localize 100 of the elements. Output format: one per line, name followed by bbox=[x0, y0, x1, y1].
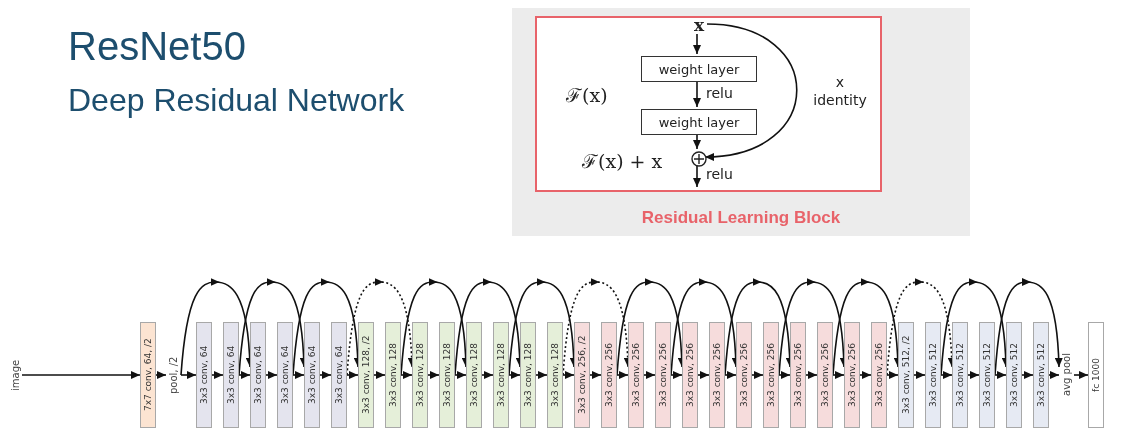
layer-box: 3x3 conv, 512 bbox=[925, 322, 941, 428]
arrow bbox=[643, 371, 656, 379]
layer-box: 3x3 conv, 64 bbox=[331, 322, 347, 428]
arrow bbox=[427, 371, 440, 379]
layer-box: 3x3 conv, 128 bbox=[412, 322, 428, 428]
skip-arrow bbox=[562, 278, 629, 376]
skip-arrow bbox=[886, 278, 953, 376]
layer-box: 3x3 conv, 64 bbox=[304, 322, 320, 428]
layer-label: pool, /2 bbox=[166, 322, 181, 428]
arrow bbox=[994, 371, 1007, 379]
block-frame bbox=[535, 16, 882, 192]
edge-label: relu bbox=[704, 166, 735, 182]
arrow bbox=[373, 371, 386, 379]
skip-arrow bbox=[940, 278, 1007, 376]
layer-label: avg pool bbox=[1059, 322, 1074, 428]
layer-box: 3x3 conv, 128 bbox=[493, 322, 509, 428]
skip-arrow bbox=[508, 278, 575, 376]
arrow bbox=[724, 371, 737, 379]
layer-box: 3x3 conv, 64 bbox=[277, 322, 293, 428]
layer-box: 3x3 conv, 128, /2 bbox=[358, 322, 374, 428]
arrow bbox=[346, 371, 359, 379]
subtitle: Deep Residual Network bbox=[68, 82, 405, 119]
arrow bbox=[400, 371, 413, 379]
arrow bbox=[21, 371, 141, 379]
arrow bbox=[693, 33, 701, 55]
arrow bbox=[805, 371, 818, 379]
layer-box: 3x3 conv, 512, /2 bbox=[898, 322, 914, 428]
arrow bbox=[670, 371, 683, 379]
layer-box: 3x3 conv, 256 bbox=[655, 322, 671, 428]
arrow bbox=[693, 79, 701, 108]
arrow bbox=[751, 371, 764, 379]
layer-box: 3x3 conv, 128 bbox=[547, 322, 563, 428]
arrow bbox=[265, 371, 278, 379]
arrow bbox=[454, 371, 467, 379]
skip-arrow bbox=[400, 278, 467, 376]
layer-box: weight layer bbox=[641, 109, 757, 135]
layer-box: 3x3 conv, 256 bbox=[817, 322, 833, 428]
skip-arrow bbox=[832, 278, 899, 376]
layer-box: 3x3 conv, 512 bbox=[979, 322, 995, 428]
layer-label: image bbox=[8, 322, 22, 428]
arrow bbox=[940, 371, 953, 379]
layer-box: weight layer bbox=[641, 56, 757, 82]
layer-box: 3x3 conv, 256, /2 bbox=[574, 322, 590, 428]
layer-box: 3x3 conv, 64 bbox=[223, 322, 239, 428]
layer-box: fc 1000 bbox=[1088, 322, 1104, 428]
layer-box: 3x3 conv, 256 bbox=[871, 322, 887, 428]
arrow bbox=[697, 371, 710, 379]
layer-box: 3x3 conv, 512 bbox=[1033, 322, 1049, 428]
arrow bbox=[481, 371, 494, 379]
arrow bbox=[616, 371, 629, 379]
layer-box: 3x3 conv, 256 bbox=[790, 322, 806, 428]
skip-arrow bbox=[454, 278, 521, 376]
layer-box: 3x3 conv, 128 bbox=[385, 322, 401, 428]
layer-box: 3x3 conv, 256 bbox=[763, 322, 779, 428]
sum-symbol bbox=[691, 151, 707, 167]
formula-label: ℱ(x) bbox=[566, 83, 608, 108]
skip-arrow bbox=[238, 278, 305, 376]
arrow bbox=[886, 371, 899, 379]
layer-box: 3x3 conv, 128 bbox=[520, 322, 536, 428]
arrow bbox=[180, 371, 197, 379]
arrow bbox=[693, 132, 701, 150]
skip-arrow bbox=[724, 278, 791, 376]
layer-box: 3x3 conv, 64 bbox=[196, 322, 212, 428]
arrow bbox=[1048, 371, 1060, 379]
layer-box: 3x3 conv, 64 bbox=[250, 322, 266, 428]
arrow bbox=[778, 371, 791, 379]
arrow bbox=[913, 371, 926, 379]
layer-box: 7x7 conv, 64, /2 bbox=[140, 322, 156, 428]
formula-label: ℱ(x) + x bbox=[582, 149, 663, 174]
input-variable: x bbox=[689, 16, 709, 36]
arrow bbox=[238, 371, 251, 379]
skip-arrow bbox=[994, 278, 1063, 376]
layer-box: 3x3 conv, 256 bbox=[601, 322, 617, 428]
layer-box: 3x3 conv, 256 bbox=[844, 322, 860, 428]
arrow bbox=[155, 371, 167, 379]
skip-arrow bbox=[346, 278, 413, 376]
panel-title: Residual Learning Block bbox=[641, 208, 841, 228]
arrow bbox=[832, 371, 845, 379]
layer-box: 3x3 conv, 256 bbox=[709, 322, 725, 428]
arrow bbox=[562, 371, 575, 379]
arrow bbox=[319, 371, 332, 379]
arrow bbox=[967, 371, 980, 379]
layer-box: 3x3 conv, 256 bbox=[682, 322, 698, 428]
title: ResNet50 bbox=[68, 24, 246, 69]
arrow bbox=[535, 371, 548, 379]
figure-panel bbox=[512, 8, 970, 236]
skip-arrow bbox=[778, 278, 845, 376]
skip-arrow bbox=[292, 278, 359, 376]
layer-box: 3x3 conv, 256 bbox=[736, 322, 752, 428]
arrow bbox=[704, 23, 798, 161]
layer-box: 3x3 conv, 512 bbox=[1006, 322, 1022, 428]
skip-arrow bbox=[180, 278, 251, 376]
layer-box: 3x3 conv, 128 bbox=[439, 322, 455, 428]
arrow bbox=[693, 164, 701, 188]
arrow bbox=[859, 371, 872, 379]
arrow bbox=[1021, 371, 1034, 379]
arrow bbox=[508, 371, 521, 379]
skip-arrow bbox=[670, 278, 737, 376]
layer-box: 3x3 conv, 128 bbox=[466, 322, 482, 428]
layer-box: 3x3 conv, 256 bbox=[628, 322, 644, 428]
